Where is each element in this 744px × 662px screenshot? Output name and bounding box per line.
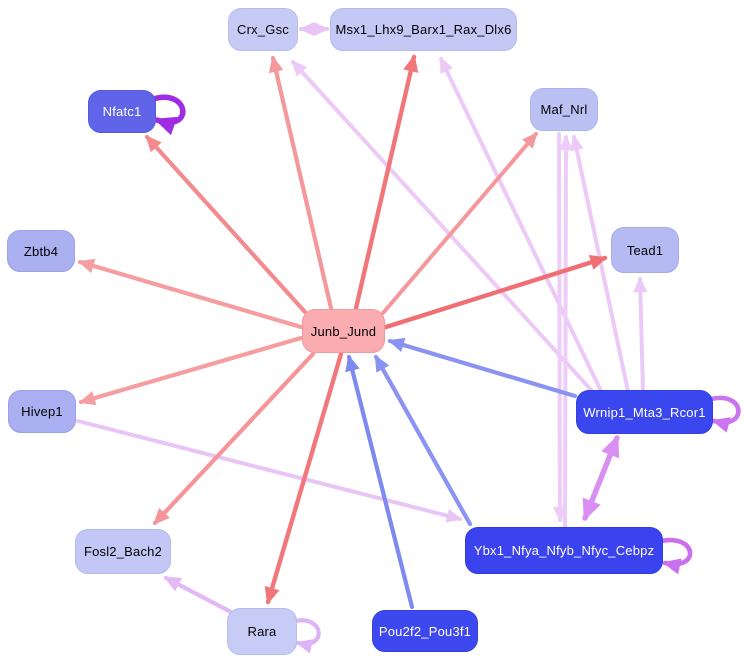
rara-self-loop [292,618,321,654]
edge-ybx1-to-maf-nrl [558,134,573,528]
node-zbtb4[interactable]: Zbtb4 [7,230,75,272]
node-ybx1-nfya-nfyb-nfyc-cebpz[interactable]: Ybx1_Nfya_Nfyb_Nfyc_Cebpz [465,527,663,574]
edge-wrnip1-to-junb [387,337,578,399]
wrnip1-self-loop [708,395,741,433]
edge-junb-to-nfatc1 [144,134,308,315]
node-wrnip1-mta3-rcor1[interactable]: Wrnip1_Mta3_Rcor1 [576,390,713,434]
edge-junb-to-msx1 [353,54,419,311]
node-nfatc1[interactable]: Nfatc1 [88,90,156,133]
edge-hivep1-to-ybx1 [76,419,463,523]
node-crx-gsc[interactable]: Crx_Gsc [228,8,298,51]
edge-rara-to-fosl2 [163,575,234,615]
node-tead1[interactable]: Tead1 [611,227,679,273]
node-msx1-lhx9-barx1-rax-dlx6[interactable]: Msx1_Lhx9_Barx1_Rax_Dlx6 [330,8,517,51]
edge-junb-to-rara [264,351,344,605]
node-maf-nrl[interactable]: Maf_Nrl [530,88,598,131]
node-junb-jund[interactable]: Junb_Jund [302,309,385,353]
edge-junb-to-maf-nrl [381,132,538,315]
node-hivep1[interactable]: Hivep1 [8,390,76,433]
edge-wrnip1-to-msx1 [439,56,603,393]
node-fosl2-bach2[interactable]: Fosl2_Bach2 [75,529,171,574]
edge-ybx1-to-junb [373,354,473,527]
node-rara[interactable]: Rara [227,608,297,655]
edge-pou2f2-to-junb [345,354,415,610]
edge-junb-to-crx-gsc [268,55,334,311]
ybx1-self-loop [658,537,693,575]
node-pou2f2-pou3f1[interactable]: Pou2f2_Pou3f1 [372,610,478,652]
nfatc1-self-loop [150,94,186,136]
edge-junb-to-hivep1 [78,335,304,406]
edge-junb-to-tead1 [383,255,608,330]
edge-junb-to-zbtb4 [77,258,304,330]
edge-junb-to-fosl2 [152,351,316,526]
edge-maf-nrl-to-ybx1 [552,132,567,523]
edge-wrnip1-and-ybx1 [582,434,620,522]
edge-wrnip1-to-crx-gsc [291,60,594,393]
edge-wrnip1-to-tead1 [633,276,648,393]
